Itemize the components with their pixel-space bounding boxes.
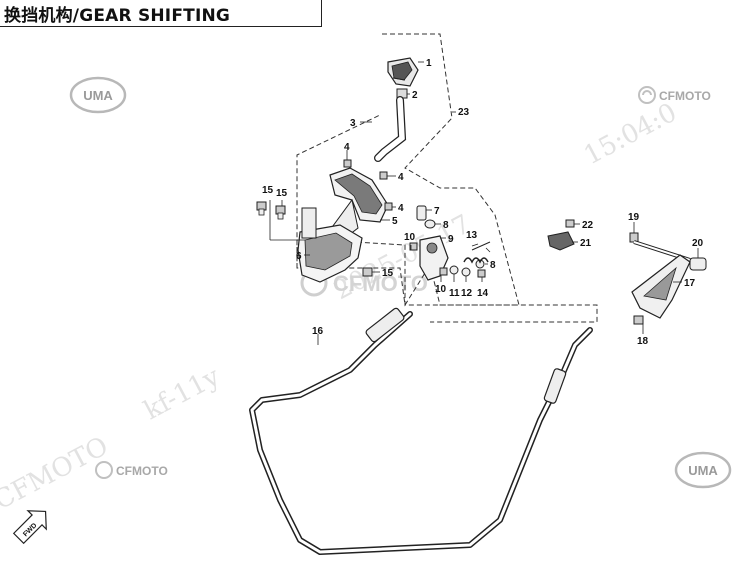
washer-8b: [475, 259, 485, 269]
callout-13: 13: [466, 230, 478, 241]
leader-lines: [269, 61, 699, 345]
callout-19: 19: [628, 212, 640, 223]
shift-cable: [249, 307, 593, 555]
callout-6: 6: [296, 251, 302, 262]
washer-12: [461, 267, 471, 277]
bushing-20: [689, 257, 707, 271]
cfmoto-logo-bottom-label: CFMOTO: [116, 464, 168, 478]
callout-15c: 15: [382, 268, 394, 279]
callout-8a: 8: [443, 220, 449, 231]
washer-8a: [424, 219, 436, 229]
callout-22: 22: [582, 220, 594, 231]
callout-12: 12: [461, 288, 473, 299]
callout-17: 17: [684, 278, 696, 289]
bolt-4a: [343, 159, 352, 168]
callout-15b: 15: [276, 188, 288, 199]
title-box: 换挡机构/GEAR SHIFTING: [0, 0, 322, 27]
bolt-15b: [275, 205, 286, 220]
callout-10a: 10: [404, 232, 416, 243]
callout-7: 7: [434, 206, 440, 217]
callout-3: 3: [350, 118, 356, 129]
cfmoto-logo-middle-label: CFMOTO: [333, 271, 428, 296]
cfmoto-logo-bottom: CFMOTO: [95, 461, 168, 479]
bolt-4c: [384, 202, 393, 211]
watermark-user: kf-11y: [139, 362, 225, 427]
callout-20: 20: [692, 238, 704, 249]
callout-9: 9: [448, 234, 454, 245]
bolt-4b: [379, 171, 388, 180]
callout-23: 23: [458, 107, 470, 118]
callout-2: 2: [412, 90, 418, 101]
bolt-15c: [362, 267, 373, 277]
callout-11: 11: [449, 288, 460, 299]
spring-13: [463, 241, 491, 264]
callout-18: 18: [637, 336, 649, 347]
uma-logo-bottom-label: UMA: [688, 463, 718, 478]
callout-10b: 10: [435, 284, 447, 295]
callout-8b: 8: [490, 260, 496, 271]
callout-4a: 4: [344, 142, 350, 153]
callout-1: 1: [426, 58, 432, 69]
callouts: 1 2 3 23 4 4 4 5 7 8 9 10 13 8 6 15 15 1…: [262, 58, 704, 347]
lever-arm-17: [631, 254, 691, 319]
callout-4c: 4: [398, 203, 404, 214]
bolt-10a: [409, 242, 418, 251]
assembly-outline-lower: [296, 239, 598, 323]
cfmoto-logo-top-label: CFMOTO: [659, 89, 711, 103]
bolt-18: [633, 315, 644, 325]
uma-logo-top-label: UMA: [83, 88, 113, 103]
page-title: 换挡机构/GEAR SHIFTING: [4, 6, 231, 26]
uma-logo-top: UMA: [69, 76, 127, 114]
callout-4b: 4: [398, 172, 404, 183]
shift-knob: [387, 57, 419, 87]
callout-5: 5: [392, 216, 398, 227]
bolt-14: [477, 269, 486, 278]
washer-11: [449, 265, 459, 275]
cfmoto-logo-top: CFMOTO: [638, 86, 711, 104]
callout-21: 21: [580, 238, 592, 249]
uma-logo-bottom: UMA: [674, 451, 732, 489]
pin-7: [416, 205, 427, 221]
bolt-10b: [439, 267, 448, 276]
callout-16: 16: [312, 326, 324, 337]
mount-plate: [297, 207, 363, 283]
bolt-22: [565, 219, 575, 228]
callout-14: 14: [477, 288, 489, 299]
watermark: 2025-05-17 15:04:0 kf-11y CFMOTO: [0, 98, 682, 517]
callout-15a: 15: [262, 185, 274, 196]
watermark-time: 15:04:0: [579, 98, 682, 172]
bracket-21: [547, 231, 575, 251]
bolt-15a: [256, 201, 267, 216]
